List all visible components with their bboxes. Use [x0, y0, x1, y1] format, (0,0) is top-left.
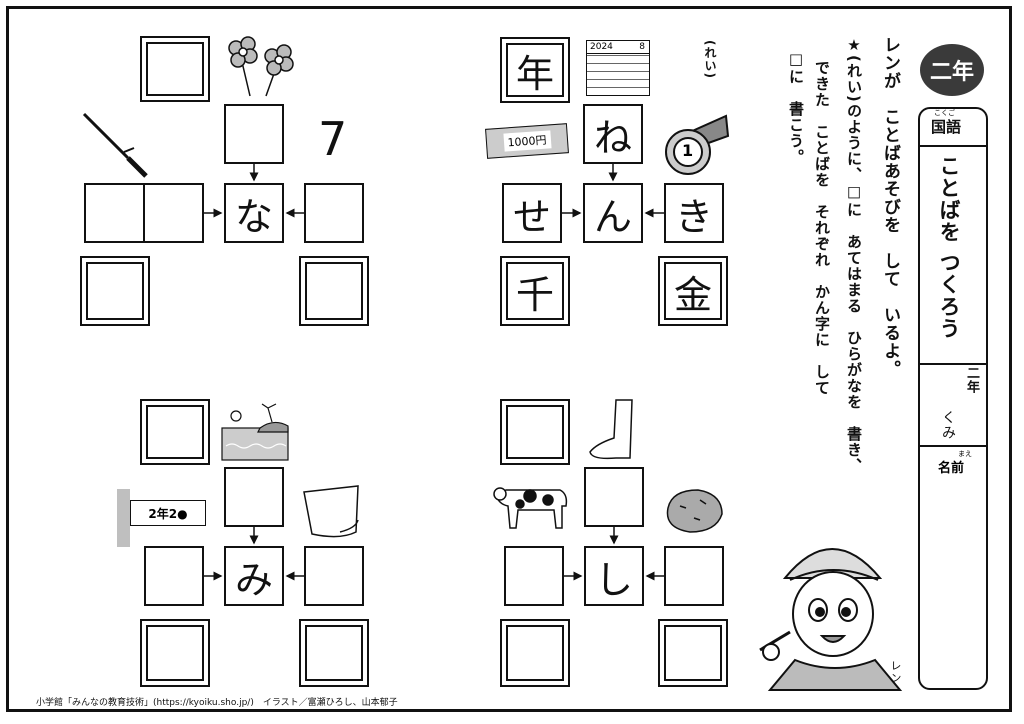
puzzle-mi-left-kana-box[interactable]	[144, 546, 204, 606]
calendar-year: 2024	[590, 42, 613, 52]
leg-icon	[589, 399, 633, 460]
puzzle-mi-top-kana-box[interactable]	[224, 467, 284, 527]
puzzle-shi-right-kana-box[interactable]	[664, 546, 724, 606]
rock-icon	[666, 489, 723, 533]
puzzle-na-bottom-right-kanji-box[interactable]	[299, 256, 369, 326]
example-bottom-right-kanji-box: 金	[658, 256, 728, 326]
subject-ruby: こくご	[934, 109, 955, 117]
example-center-kana: ん	[593, 194, 632, 239]
title-divider-2	[920, 363, 986, 365]
puzzle-shi-bottom-right-kanji-box[interactable]	[658, 619, 728, 687]
puzzle-na-right-kana-box[interactable]	[304, 183, 364, 243]
grade-badge: 二年	[920, 44, 984, 96]
worksheet-frame	[6, 6, 1012, 712]
example-bottom-left-kanji-box: 千	[500, 256, 570, 326]
title-divider-1	[920, 145, 986, 147]
puzzle-na-left-kana-box-2[interactable]	[143, 183, 204, 243]
puzzle-shi-center: し	[594, 557, 633, 602]
example-right-kana: き	[674, 194, 713, 239]
example-label: (れい)	[703, 40, 717, 79]
puzzle-mi-center-box: み	[224, 546, 284, 606]
number-seven-clue: 7	[318, 112, 348, 166]
example-right-kana-box: き	[664, 183, 724, 243]
puzzle-shi-top-kanji-box[interactable]	[500, 399, 570, 465]
katana-icon	[82, 112, 148, 178]
example-top-kana-box: ね	[583, 104, 643, 164]
puzzle-mi-center: み	[234, 557, 273, 602]
puzzle-mi-bottom-right-kanji-box[interactable]	[299, 619, 369, 687]
footer-credit: 小学館「みんなの教育技術」(https://kyoiku.sho.jp/) イラ…	[36, 698, 398, 708]
title-divider-3	[920, 445, 986, 447]
puzzle-shi-center-box: し	[584, 546, 644, 606]
instruction-line-2: ★(れい)のように、□に あてはまる ひらがなを 書き、	[845, 36, 863, 474]
medal-label: 1	[682, 141, 694, 160]
instruction-line-1: レンが ことばあそびを して いるよ。	[880, 36, 900, 378]
puzzle-shi-top-kana-box[interactable]	[584, 467, 644, 527]
name-field: 名前	[938, 461, 965, 476]
subject-label: 国語	[931, 118, 962, 136]
puzzle-na-top-kana-box[interactable]	[224, 104, 284, 164]
puzzle-na-center-box: な	[224, 183, 284, 243]
calendar-header: 2024 8	[587, 41, 649, 54]
puzzle-na-top-kanji-box[interactable]	[140, 36, 210, 102]
grade-badge-text: 二年	[929, 60, 974, 85]
puzzle-mi-bottom-left-kanji-box[interactable]	[140, 619, 210, 687]
example-top-kana: ね	[593, 115, 632, 160]
calendar-month: 8	[639, 42, 645, 52]
grade-field: 二年	[964, 366, 979, 394]
cow-icon	[493, 487, 568, 529]
beach-icon	[221, 403, 289, 461]
puzzle-shi-bottom-left-kanji-box[interactable]	[500, 619, 570, 687]
example-top-kanji: 年	[515, 51, 554, 96]
worksheet-title: ことばを つくろう	[937, 155, 961, 340]
class-field: くみ	[940, 410, 956, 440]
classroom-sign-text: 2年2●	[148, 506, 188, 521]
calendar-icon: 2024 8	[586, 40, 650, 96]
title-column	[918, 107, 988, 690]
paper-icon	[303, 485, 359, 538]
puzzle-mi-right-kana-box[interactable]	[304, 546, 364, 606]
example-bottom-right-kanji: 金	[673, 272, 712, 317]
classroom-sign-plate: 2年2●	[130, 500, 206, 526]
puzzle-na-center: な	[234, 194, 273, 239]
puzzle-na-bottom-left-kanji-box[interactable]	[80, 256, 150, 326]
instruction-line-3: できた ことばを それぞれ かん字に して	[813, 60, 831, 396]
flower-icon	[228, 36, 294, 97]
instruction-line-4: □に 書こう。	[787, 50, 805, 165]
example-left-kana: せ	[512, 194, 551, 239]
name-ruby: まえ	[958, 450, 972, 458]
example-bottom-left-kanji: 千	[515, 272, 554, 317]
example-center-kana-box: ん	[583, 183, 643, 243]
example-left-kana-box: せ	[502, 183, 562, 243]
example-top-kanji-box: 年	[500, 37, 570, 103]
puzzle-shi-left-kana-box[interactable]	[504, 546, 564, 606]
puzzle-mi-top-kanji-box[interactable]	[140, 399, 210, 465]
classroom-sign-icon	[117, 489, 130, 547]
character-name-label: レン	[889, 660, 902, 684]
